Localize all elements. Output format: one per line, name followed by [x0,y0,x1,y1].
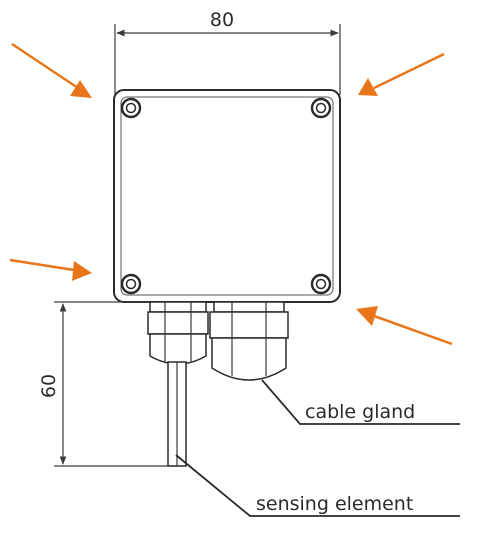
large-gland [209,301,289,381]
cable-gland-leader [261,379,460,425]
arrow-bottom-right [356,306,453,346]
sensing-element-rod [167,361,187,467]
small-gland [147,301,209,365]
arrow-bottom-left [9,258,92,281]
enclosure [113,89,341,303]
height-dimension: 60 [38,301,186,467]
orange-arrows [9,42,453,346]
width-dimension: 80 [114,9,341,95]
width-dimension-label: 80 [210,9,234,31]
sensing-element-label: sensing element [256,493,413,515]
height-dimension-label: 60 [38,374,60,398]
enclosure-outer [113,89,341,303]
sensing-element-callout: sensing element [175,454,460,517]
screw-bottom-left [120,273,142,295]
arrow-top-right [358,52,445,96]
screw-bottom-right [310,273,332,295]
screw-top-left [120,97,142,119]
sensing-element-leader [175,454,460,517]
screw-top-right [310,97,332,119]
cable-gland-callout: cable gland [261,379,460,425]
cable-gland-label: cable gland [305,401,415,423]
enclosure-lid [120,96,334,296]
arrow-top-left [11,42,92,98]
